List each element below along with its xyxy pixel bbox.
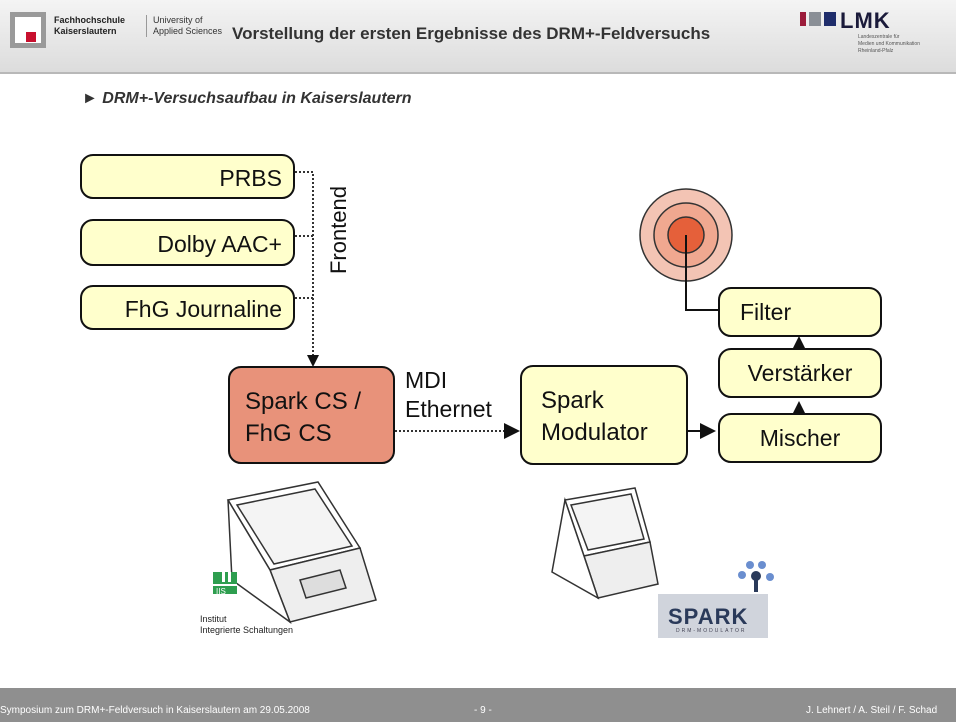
lmk-block-blue: [824, 12, 836, 26]
lmk-logo-text: LMK: [840, 8, 891, 33]
input-box-journaline: FhG Journaline: [80, 285, 295, 330]
modulator-line2: Modulator: [541, 419, 648, 446]
spark-logo-text: SPARK: [668, 604, 749, 629]
fh-logo: [10, 12, 46, 48]
section-title: ► DRM+-Versuchsaufbau in Kaiserslautern: [82, 90, 412, 107]
university-name-de-line1: Fachhochschule: [54, 15, 126, 25]
iis-logo-text: IIS: [216, 587, 226, 596]
link-label-mdi: MDI: [405, 367, 447, 393]
input-label-journaline: FhG Journaline: [125, 296, 282, 322]
input-box-prbs: PRBS: [80, 154, 295, 199]
filter-label: Filter: [740, 299, 791, 325]
amplifier-label: Verstärker: [748, 360, 853, 386]
input-label-dolby: Dolby AAC+: [157, 231, 282, 257]
lmk-block-red: [800, 12, 806, 26]
mixer-box: Mischer: [718, 413, 882, 463]
iis-text-line1: Institut: [200, 614, 227, 624]
fh-logo-red-square: [26, 32, 36, 42]
iis-logo-icon: [213, 572, 237, 594]
university-name-en: University of Applied Sciences: [146, 15, 222, 37]
spark-logo-subtitle: DRM-MODULATOR: [676, 628, 747, 634]
modulator-box: Spark Modulator: [520, 365, 688, 465]
input-box-dolby: Dolby AAC+: [80, 219, 295, 266]
filter-box: Filter: [718, 287, 882, 337]
header-bar: [0, 0, 956, 74]
lmk-block-grey: [809, 12, 821, 26]
iis-institute-text: Institut Integrierte Schaltungen: [200, 614, 293, 636]
lmk-sub-line3: Rheinland-Pfalz: [858, 48, 894, 54]
university-name-de-line2: Kaiserslautern: [54, 26, 117, 36]
amplifier-box: Verstärker: [718, 348, 882, 398]
university-name-de: Fachhochschule Kaiserslautern: [54, 15, 125, 37]
slide-title: Vorstellung der ersten Ergebnisse des DR…: [232, 24, 711, 43]
frontend-label: Frontend: [326, 186, 351, 274]
lmk-logo-subtitle: Landeszentrale für Medien und Kommunikat…: [858, 34, 948, 55]
iis-text-line2: Integrierte Schaltungen: [200, 625, 294, 635]
modulator-line1: Spark: [541, 387, 605, 414]
footer-bar: [0, 688, 956, 722]
lmk-sub-line2: Medien und Kommunikation: [858, 41, 920, 47]
antenna-target: [639, 188, 733, 311]
frontend-connectors: [295, 171, 319, 367]
laptop-left-icon: [226, 481, 377, 625]
footer-event: Symposium zum DRM+-Feldversuch in Kaiser…: [0, 705, 310, 716]
lmk-logo-blocks: [800, 12, 840, 26]
content-server-box: Spark CS / FhG CS: [228, 366, 395, 464]
footer-authors: J. Lehnert / A. Steil / F. Schad: [806, 705, 938, 716]
footer-page-number: - 9 -: [474, 705, 492, 716]
link-label-ethernet: Ethernet: [405, 396, 493, 422]
content-server-line1: Spark CS /: [245, 388, 361, 415]
lmk-sub-line1: Landeszentrale für: [858, 34, 900, 40]
university-name-en-line1: University of: [153, 15, 203, 25]
content-server-line2: FhG CS: [245, 420, 332, 447]
university-name-en-line2: Applied Sciences: [153, 26, 223, 36]
spark-logo-icon: [658, 561, 774, 638]
mixer-label: Mischer: [760, 425, 841, 451]
laptop-right-icon: [551, 487, 659, 600]
input-label-prbs: PRBS: [219, 165, 282, 191]
